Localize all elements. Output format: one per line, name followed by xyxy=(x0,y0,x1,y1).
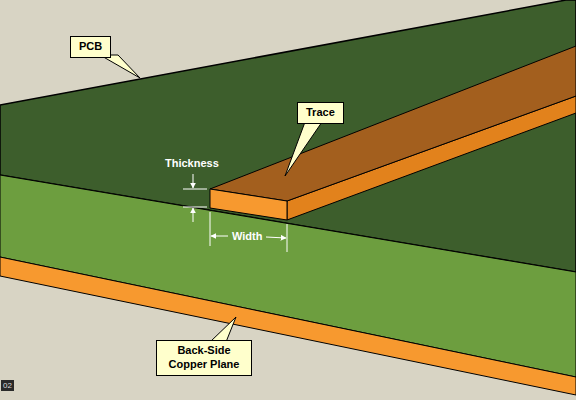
callout-tail xyxy=(285,122,322,176)
width-dimension xyxy=(210,212,287,252)
trace-top xyxy=(210,46,576,201)
dimension-label: Width xyxy=(232,230,262,242)
dimension-label: Thickness xyxy=(165,157,219,169)
thickness-dimension xyxy=(183,174,207,222)
callout-box: PCB xyxy=(70,36,111,58)
corner-tag: 02 xyxy=(1,380,14,391)
callout-text: Back-Side Copper Plane xyxy=(165,344,243,372)
callout-tail xyxy=(210,317,236,342)
callout-box: Trace xyxy=(297,102,344,124)
trace-front xyxy=(210,189,287,220)
callout-text: PCB xyxy=(79,40,102,54)
callout-box: Back-Side Copper Plane xyxy=(156,340,252,376)
callout-text: Trace xyxy=(306,106,335,120)
copper-plane xyxy=(0,257,576,395)
callout-tail xyxy=(100,55,140,78)
